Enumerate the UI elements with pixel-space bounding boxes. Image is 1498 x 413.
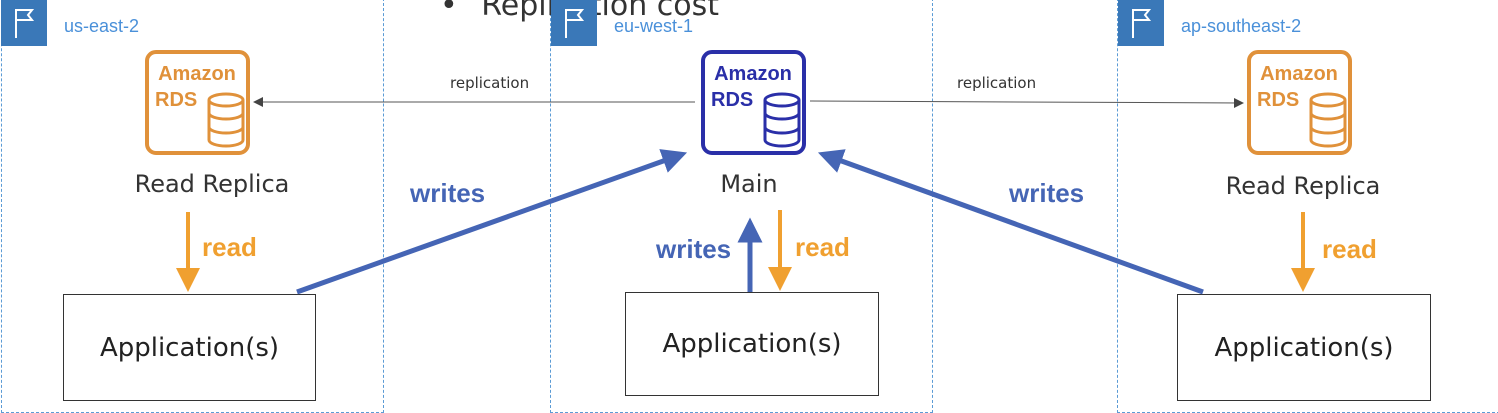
amazon-rds-icon: Amazon RDS	[701, 50, 806, 155]
db-label-read-replica-ap: Read Replica	[1225, 172, 1381, 200]
amazon-rds-icon: Amazon RDS	[1247, 50, 1352, 155]
read-label-center: read	[795, 232, 850, 262]
flag-icon	[551, 0, 597, 46]
rds-icon-text-amazon: Amazon	[158, 63, 236, 85]
rds-icon-text-amazon: Amazon	[714, 63, 792, 85]
application-box-eu-west-1: Application(s)	[625, 292, 879, 396]
rds-icon-text-rds: RDS	[155, 89, 197, 111]
writes-arrow-left	[296, 149, 688, 295]
application-box-ap-southeast-2: Application(s)	[1177, 294, 1431, 401]
db-label-read-replica-us: Read Replica	[134, 170, 290, 198]
writes-label-left: writes	[410, 178, 486, 208]
flag-icon	[1118, 0, 1164, 46]
region-label-ap-southeast-2: ap-southeast-2	[1181, 16, 1302, 36]
replication-arrow-right	[809, 97, 1244, 108]
read-label-right: read	[1322, 234, 1377, 264]
application-box-us-east-2: Application(s)	[63, 294, 316, 401]
flag-icon	[1, 0, 47, 46]
rds-icon-text-rds: RDS	[1257, 89, 1299, 111]
region-label-us-east-2: us-east-2	[64, 16, 140, 36]
rds-icon-text-amazon: Amazon	[1260, 63, 1338, 85]
bullet-marker: •	[440, 0, 458, 23]
bullet-title-text: Replication cost	[481, 0, 720, 23]
replication-label-left: replication	[450, 74, 530, 92]
replication-label-right: replication	[957, 74, 1037, 92]
read-label-left: read	[202, 232, 257, 262]
region-label-eu-west-1: eu-west-1	[614, 16, 694, 36]
bullet-text: • Replication cost	[440, 0, 719, 23]
writes-label-center: writes	[656, 234, 732, 264]
rds-icon-text-rds: RDS	[711, 89, 753, 111]
db-label-main: Main	[720, 170, 778, 198]
writes-arrow-right	[817, 149, 1204, 295]
writes-label-right: writes	[1009, 178, 1085, 208]
amazon-rds-icon: Amazon RDS	[145, 50, 250, 155]
